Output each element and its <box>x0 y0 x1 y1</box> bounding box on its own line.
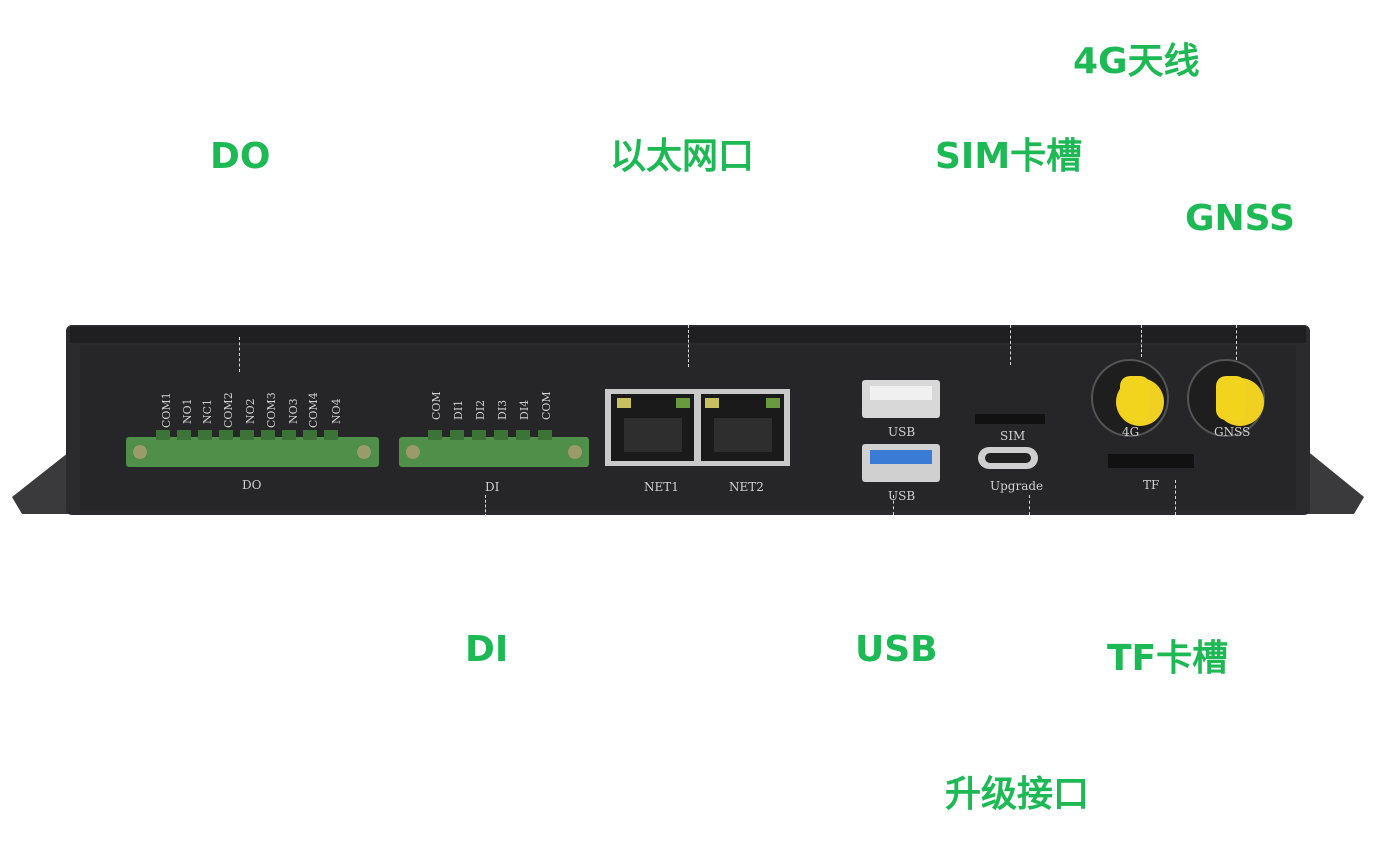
antenna-gnss <box>1187 359 1265 437</box>
di-terminal-block <box>399 430 589 467</box>
callout-gnss: GNSS <box>1185 198 1295 239</box>
leader-usb <box>893 495 894 515</box>
di-pin-label: COM <box>540 391 553 420</box>
callout-upgrade-port: 升级接口 <box>945 774 1090 815</box>
usb-top-label: USB <box>888 425 916 439</box>
leader-upgrade <box>1029 495 1030 515</box>
di-pin-label: DI4 <box>518 399 531 420</box>
right-mounting-flange <box>1296 445 1364 514</box>
callout-4g-antenna: 4G天线 <box>1073 41 1200 82</box>
di-pin-label: DI3 <box>496 399 509 420</box>
do-pin-label: COM4 <box>307 392 320 428</box>
di-pin-label: COM <box>430 391 443 420</box>
antenna-4g-label: 4G <box>1122 425 1140 439</box>
di-panel-label: DI <box>485 480 500 494</box>
upgrade-label: Upgrade <box>990 479 1044 493</box>
usb-bottom-label: USB <box>888 489 916 503</box>
ethernet-ports <box>605 389 790 466</box>
leader-gnss <box>1236 325 1237 360</box>
do-pin-label: NO4 <box>330 398 343 424</box>
tf-label: TF <box>1143 478 1160 492</box>
callout-tf-slot: TF卡槽 <box>1107 638 1229 679</box>
antenna-gnss-label: GNSS <box>1214 425 1251 439</box>
callout-di: DI <box>465 629 509 670</box>
do-pin-label: COM2 <box>222 392 235 428</box>
do-pin-label: NC1 <box>201 398 214 424</box>
do-terminal-block <box>126 430 379 467</box>
left-mounting-flange <box>12 445 82 514</box>
tf-slot <box>1108 454 1194 468</box>
do-pin-label: COM3 <box>265 392 278 428</box>
leader-4g <box>1141 325 1142 357</box>
callout-do: DO <box>210 136 271 177</box>
leader-tf <box>1175 480 1176 515</box>
net1-label: NET1 <box>644 480 679 494</box>
callout-sim-slot: SIM卡槽 <box>935 136 1083 177</box>
sim-label: SIM <box>1000 429 1026 443</box>
antenna-4g <box>1091 359 1169 437</box>
do-pin-label: NO2 <box>244 398 257 424</box>
callout-usb: USB <box>855 629 938 670</box>
leader-ethernet <box>688 325 689 367</box>
leader-do <box>239 337 240 372</box>
di-pin-label: DI1 <box>452 399 465 420</box>
sim-slot <box>975 414 1045 424</box>
do-pin-label: COM1 <box>160 392 173 428</box>
do-pin-label: NO1 <box>181 398 194 424</box>
leader-sim <box>1010 325 1011 365</box>
do-pin-label: NO3 <box>287 398 300 424</box>
leader-di <box>485 495 486 517</box>
callout-ethernet: 以太网口 <box>610 136 755 177</box>
do-panel-label: DO <box>242 478 262 492</box>
di-pin-label: DI2 <box>474 399 487 420</box>
net2-label: NET2 <box>729 480 764 494</box>
